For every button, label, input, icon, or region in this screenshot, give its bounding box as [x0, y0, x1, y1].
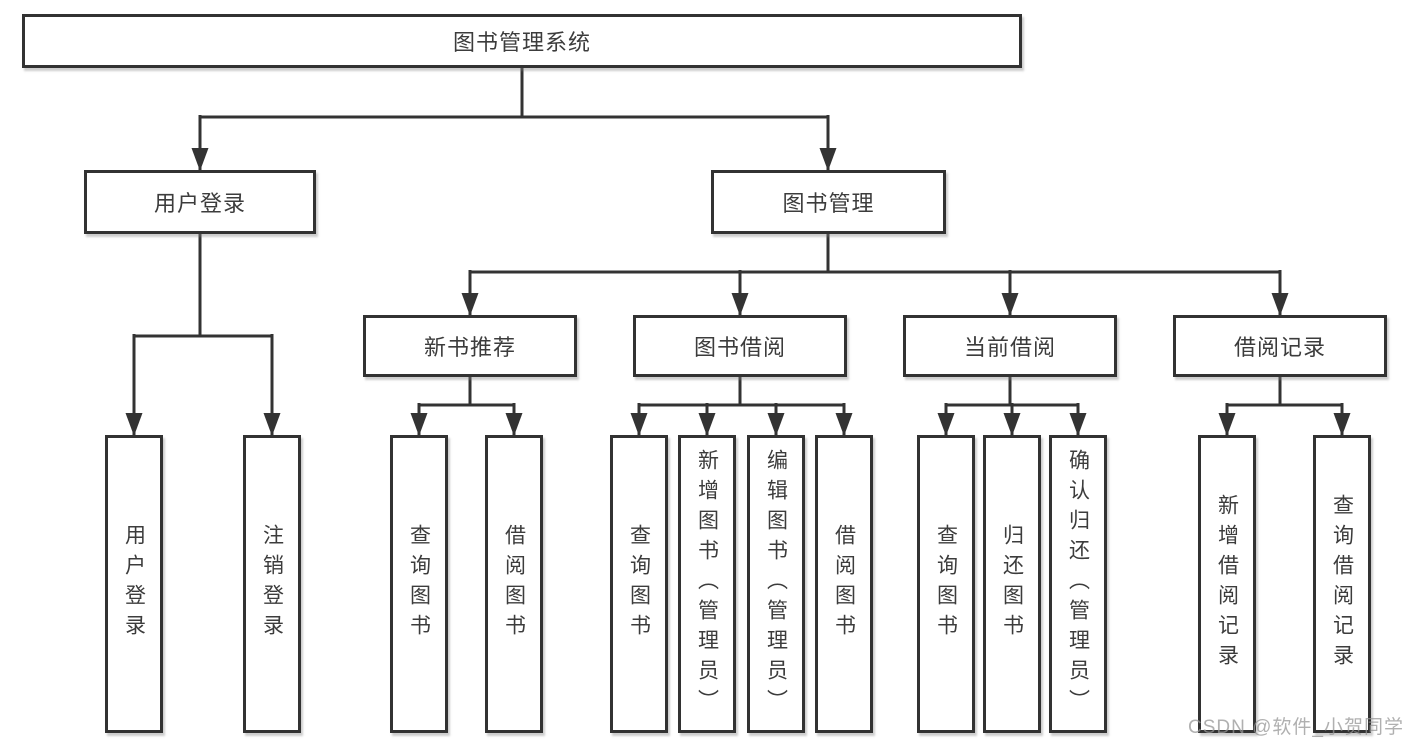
leaf-borrow-books: 借阅图书 — [815, 435, 873, 733]
leaf-user-login: 用户登录 — [105, 435, 163, 733]
leaf-query-borrow-record: 查询借阅记录 — [1313, 435, 1371, 733]
node-new-book-recommend: 新书推荐 — [363, 315, 577, 377]
node-book-borrow: 图书借阅 — [633, 315, 847, 377]
node-current-borrow: 当前借阅 — [903, 315, 1117, 377]
leaf-query-books-borrow: 查询图书 — [610, 435, 668, 733]
node-root: 图书管理系统 — [22, 14, 1022, 68]
leaf-edit-book-admin: 编辑图书（管理员） — [747, 435, 805, 733]
node-book-management: 图书管理 — [711, 170, 946, 234]
leaf-query-books-recommend: 查询图书 — [390, 435, 448, 733]
leaf-confirm-return-admin: 确认归还（管理员） — [1049, 435, 1107, 733]
leaf-query-books-current: 查询图书 — [917, 435, 975, 733]
leaf-add-book-admin: 新增图书（管理员） — [678, 435, 736, 733]
leaf-logout: 注销登录 — [243, 435, 301, 733]
leaf-return-book: 归还图书 — [983, 435, 1041, 733]
node-borrow-records: 借阅记录 — [1173, 315, 1387, 377]
leaf-borrow-books-recommend: 借阅图书 — [485, 435, 543, 733]
watermark: CSDN @软件_小贺同学 — [1188, 717, 1404, 738]
leaf-add-borrow-record: 新增借阅记录 — [1198, 435, 1256, 733]
node-user-login: 用户登录 — [84, 170, 316, 234]
